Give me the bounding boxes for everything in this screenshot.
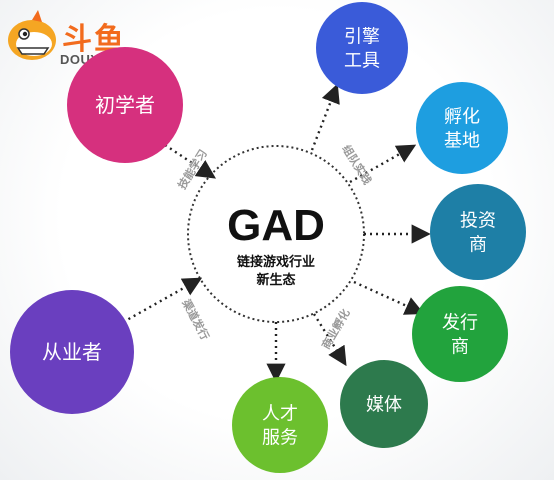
center-title: GAD	[227, 201, 325, 250]
node-circle-practitioner	[10, 290, 134, 414]
node-beginner: 初学者	[67, 47, 183, 163]
node-label-publisher-0: 发行	[442, 312, 478, 333]
node-label-talent-1: 服务	[262, 428, 298, 449]
node-circle-talent	[232, 377, 328, 473]
node-circle-incubator	[416, 82, 508, 174]
connectors	[117, 83, 431, 383]
node-label-talent-0: 人才	[262, 403, 298, 424]
edge-publisher	[353, 280, 425, 315]
node-publisher: 发行商	[412, 286, 508, 382]
node-label-engine-1: 工具	[344, 51, 380, 72]
node-practitioner: 从业者	[10, 290, 134, 414]
node-label-investor-0: 投资	[460, 210, 496, 231]
node-label-beginner-0: 初学者	[95, 93, 155, 117]
node-media: 媒体	[340, 360, 428, 448]
node-label-incubator-1: 基地	[444, 131, 480, 152]
node-circle-investor	[430, 184, 526, 280]
node-investor: 投资商	[430, 184, 526, 280]
shark-mascot-icon	[8, 10, 56, 60]
node-circle-beginner	[67, 47, 183, 163]
edge-label-commercial-incubation: 商业孵化	[318, 306, 352, 351]
node-label-media-0: 媒体	[366, 394, 402, 415]
node-circle-engine	[316, 2, 408, 94]
edge-label-channel-publishing: 渠道发行	[179, 297, 212, 342]
center-subtitle-2: 新生态	[256, 272, 295, 288]
node-circle-media	[340, 360, 428, 448]
node-label-publisher-1: 商	[451, 337, 469, 358]
center-subtitle-1: 链接游戏行业	[236, 254, 315, 270]
node-label-practitioner-0: 从业者	[42, 340, 102, 364]
node-label-investor-1: 商	[469, 235, 487, 256]
node-circle-publisher	[412, 286, 508, 382]
node-label-incubator-0: 孵化	[444, 106, 480, 127]
node-label-engine-0: 引擎	[344, 26, 380, 47]
edge-engine	[310, 83, 340, 151]
